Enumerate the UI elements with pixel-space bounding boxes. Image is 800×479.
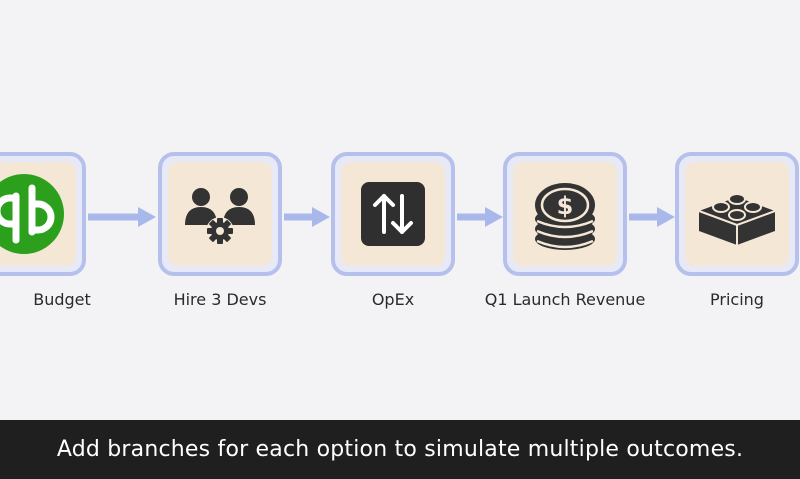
svg-text:$: $	[557, 192, 574, 220]
node-frame	[331, 152, 455, 276]
connector-arrow	[629, 207, 675, 227]
node-frame	[0, 152, 86, 276]
up-down-arrows-icon	[361, 182, 425, 246]
connector-arrow	[88, 207, 156, 227]
workflow-canvas: Budget	[0, 152, 799, 309]
caption-bar: Add branches for each option to simulate…	[0, 420, 800, 479]
node-label: Hire 3 Devs	[173, 290, 267, 309]
node-icon-tile: $	[513, 162, 617, 266]
node-frame	[675, 152, 799, 276]
quickbooks-logo-icon	[0, 174, 64, 254]
node-pricing[interactable]: Pricing	[675, 152, 799, 309]
node-icon-tile	[0, 162, 76, 266]
node-icon-tile	[685, 162, 789, 266]
node-label: Q1 Launch Revenue	[484, 290, 646, 309]
connector-arrow	[457, 207, 503, 227]
node-frame	[158, 152, 282, 276]
node-label: OpEx	[371, 290, 415, 309]
connector-arrow	[284, 207, 330, 227]
node-budget[interactable]: Budget	[0, 152, 91, 309]
node-label: Budget	[33, 290, 91, 309]
node-icon-tile	[341, 162, 445, 266]
building-block-icon	[698, 193, 776, 245]
team-settings-icon	[185, 188, 255, 245]
node-frame: $	[503, 152, 627, 276]
coin-stack-icon: $	[535, 183, 595, 250]
node-opex[interactable]: OpEx	[331, 152, 455, 309]
workflow-diagram: Budget	[0, 152, 799, 309]
node-q1-launch-revenue[interactable]: $ Q1 Launch Revenue	[485, 152, 645, 309]
caption-text: Add branches for each option to simulate…	[56, 437, 744, 462]
node-label: Pricing	[710, 290, 764, 309]
node-icon-tile	[168, 162, 272, 266]
node-hire-3-devs[interactable]: Hire 3 Devs	[158, 152, 282, 309]
